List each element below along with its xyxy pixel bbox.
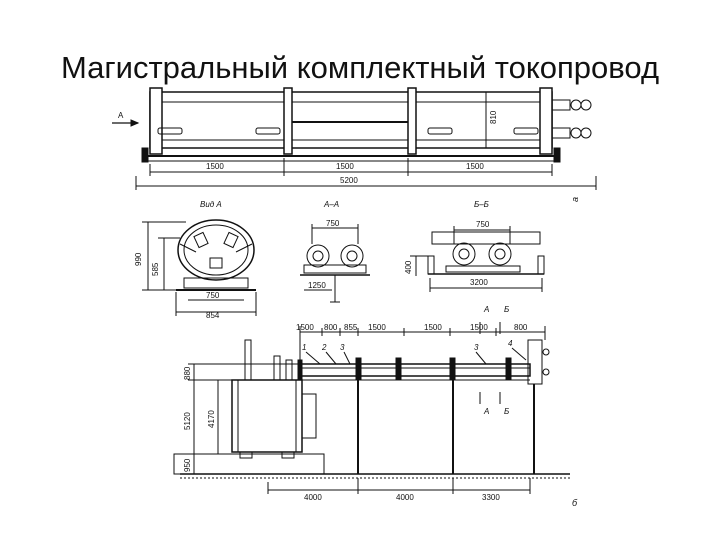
dim-b-bottom-2: 4000 [396,493,414,502]
dim-b-bottom-3: 3300 [482,493,500,502]
dim-height: 810 [489,110,498,124]
dim-section-3: 1500 [466,162,484,171]
section-mark-b-bottom: Б [504,407,509,416]
dim-section-aa-top: 750 [326,219,340,228]
busway-assembly-top [112,87,597,190]
section-mark-a-top: А [483,305,489,314]
installation-drawing [173,322,570,494]
terminal-connectors [551,99,592,139]
dim-b-top-3: 855 [344,323,358,332]
section-mark-b-top: Б [504,305,509,314]
view-a-marker: А [118,111,124,120]
dim-b-left-2: 5120 [183,412,192,430]
dim-b-top-4: 1500 [368,323,386,332]
inspection-window [513,127,539,135]
dim-b-inner: 4170 [207,410,216,428]
callout-2: 2 [321,343,327,352]
section-aa-drawing [300,224,370,303]
dim-b-top-1: 1500 [296,323,314,332]
dim-view-a-inner-height: 585 [151,262,160,276]
busway-run [299,363,531,377]
figure-label-a: а [570,197,580,202]
dim-b-bottom-1: 4000 [304,493,322,502]
figure-label-b: б [572,498,578,508]
dim-section-aa-bottom: 1250 [308,281,326,290]
transformer-tank [231,379,303,453]
dim-section-bb-side: 400 [404,260,413,274]
view-a-drawing [142,219,257,316]
dim-section-2: 1500 [336,162,354,171]
inspection-window [427,127,453,135]
bushing [244,339,252,381]
section-aa-title: А–А [323,200,339,209]
callout-1: 1 [302,343,306,352]
dim-b-top-6: 1500 [470,323,488,332]
inspection-window [157,127,183,135]
dim-view-a-height: 990 [134,252,143,266]
section-bb-drawing [410,226,545,292]
callout-3b: 3 [474,343,479,352]
view-a-title: Вид А [200,200,222,209]
bushing [285,359,293,381]
dim-b-left-1: 880 [183,366,192,380]
dim-view-a-outer-width: 854 [206,311,220,320]
section-mark-a-bottom: А [483,407,489,416]
dim-section-bb-bottom: 3200 [470,278,488,287]
dim-section-bb-top: 750 [476,220,490,229]
callout-4: 4 [508,339,513,348]
dim-view-a-inner-width: 750 [206,291,220,300]
dim-b-left-3: 950 [183,458,192,472]
dim-total-length: 5200 [340,176,358,185]
bushing [273,355,281,381]
dim-b-top-7: 800 [514,323,528,332]
dim-b-top-2: 800 [324,323,338,332]
callout-3a: 3 [340,343,345,352]
section-bb-title: Б–Б [474,200,489,209]
slide-title: Магистральный комплектный токопровод [60,50,660,85]
inspection-window [255,127,281,135]
dim-section-1: 1500 [206,162,224,171]
dim-b-top-5: 1500 [424,323,442,332]
